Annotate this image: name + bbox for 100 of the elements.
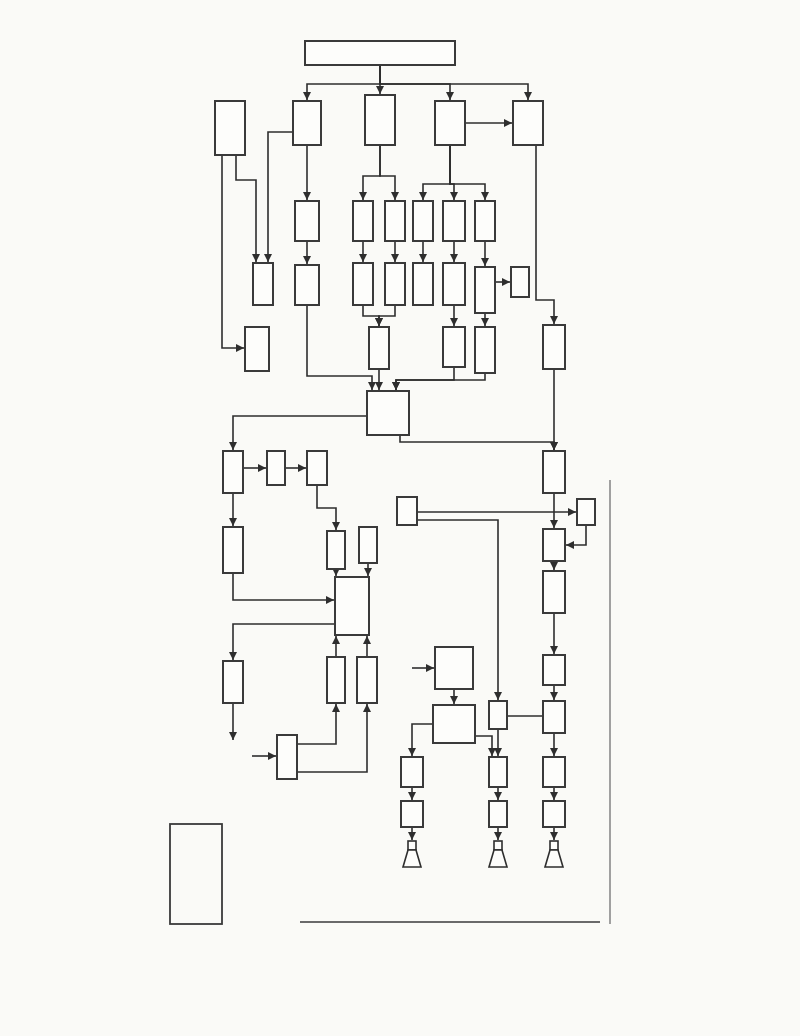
- connector-arrow: [264, 131, 293, 263]
- block-box: [542, 324, 566, 370]
- connector-arrow: [465, 119, 513, 127]
- block-box: [222, 450, 244, 494]
- block-box: [352, 200, 374, 242]
- connector-arrow: [297, 703, 371, 773]
- connector-arrow: [450, 241, 458, 263]
- block-box: [512, 100, 544, 146]
- block-box: [306, 450, 328, 486]
- block-box: [412, 200, 434, 242]
- block-box: [244, 326, 270, 372]
- block-box: [488, 800, 508, 828]
- connector-arrow: [316, 485, 340, 531]
- block-box: [510, 266, 530, 298]
- block-box: [442, 262, 466, 306]
- connector-arrow: [550, 369, 558, 451]
- connector-arrow: [363, 635, 371, 657]
- connector-arrow: [235, 155, 260, 263]
- block-box: [576, 498, 596, 526]
- block-box: [474, 200, 496, 242]
- block-box: [352, 262, 374, 306]
- block-box: [442, 326, 466, 368]
- block-box: [294, 264, 320, 306]
- block-box: [276, 734, 298, 780]
- block-box: [214, 100, 246, 156]
- connector-arrow: [359, 241, 367, 263]
- connector-arrow: [494, 787, 502, 801]
- connector-arrow: [229, 703, 237, 741]
- connector-arrow: [379, 145, 399, 201]
- connector-arrow: [450, 305, 458, 327]
- block-box: [434, 646, 474, 690]
- block-box: [488, 700, 508, 730]
- connector-arrow: [550, 561, 558, 571]
- connector-arrow: [332, 568, 340, 577]
- block-box: [384, 200, 406, 242]
- block-box: [474, 326, 496, 374]
- block-box: [400, 800, 424, 828]
- connector-arrow: [535, 145, 558, 325]
- block-box: [542, 800, 566, 828]
- connector-arrow: [232, 573, 335, 604]
- connector-arrow: [408, 723, 433, 757]
- connector-arrow: [550, 613, 558, 655]
- connector-arrow: [332, 635, 340, 657]
- block-box: [396, 496, 418, 526]
- block-box: [252, 262, 274, 306]
- connector-line: [507, 715, 543, 717]
- block-box: [542, 570, 566, 614]
- connector-arrow: [408, 827, 416, 841]
- connector-arrow: [391, 241, 399, 263]
- block-box: [542, 756, 566, 788]
- block-box: [542, 450, 566, 494]
- block-box: [488, 756, 508, 788]
- speaker-icon: [544, 840, 564, 868]
- connector-arrow: [303, 241, 311, 265]
- connector-arrow: [550, 787, 558, 801]
- connector-arrow: [449, 145, 489, 201]
- connector-arrow: [364, 563, 372, 577]
- connector-arrow: [494, 827, 502, 841]
- block-box: [358, 526, 378, 564]
- block-box: [222, 526, 244, 574]
- connector-arrow: [550, 827, 558, 841]
- block-box: [364, 94, 396, 146]
- connector-arrow: [243, 464, 267, 472]
- connector-arrow: [303, 145, 311, 201]
- connector-arrow: [550, 493, 558, 529]
- connector-arrow: [475, 735, 496, 757]
- block-box: [432, 704, 476, 744]
- block-box: [400, 756, 424, 788]
- connector-arrow: [375, 305, 396, 327]
- connector-arrow: [251, 752, 277, 760]
- connector-arrow: [392, 373, 486, 391]
- connector-arrow: [379, 65, 532, 101]
- block-box: [356, 656, 378, 704]
- block-box: [334, 576, 370, 636]
- connector-arrow: [550, 685, 558, 701]
- block-box: [326, 530, 346, 570]
- connector-arrow: [494, 729, 502, 757]
- connector-arrow: [229, 415, 367, 451]
- block-box: [266, 450, 286, 486]
- block-box: [304, 40, 456, 66]
- connector-arrow: [481, 241, 489, 267]
- block-box: [368, 326, 390, 370]
- block-box: [442, 200, 466, 242]
- connector-arrow: [297, 703, 340, 745]
- speaker-icon: [402, 840, 422, 868]
- connector-arrow: [419, 241, 427, 263]
- connector-arrow: [417, 508, 577, 516]
- connector-arrow: [411, 664, 435, 672]
- connector-arrow: [221, 155, 245, 352]
- connector-arrow: [375, 369, 383, 391]
- connector-arrow: [450, 689, 458, 705]
- connector-arrow: [417, 519, 502, 701]
- connector-arrow: [495, 278, 511, 286]
- connector-arrow: [229, 623, 335, 661]
- block-box: [542, 528, 566, 562]
- block-box: [474, 266, 496, 314]
- connector-arrow: [481, 313, 489, 327]
- connector-arrow: [306, 305, 376, 391]
- block-box: [292, 100, 322, 146]
- block-box: [326, 656, 346, 704]
